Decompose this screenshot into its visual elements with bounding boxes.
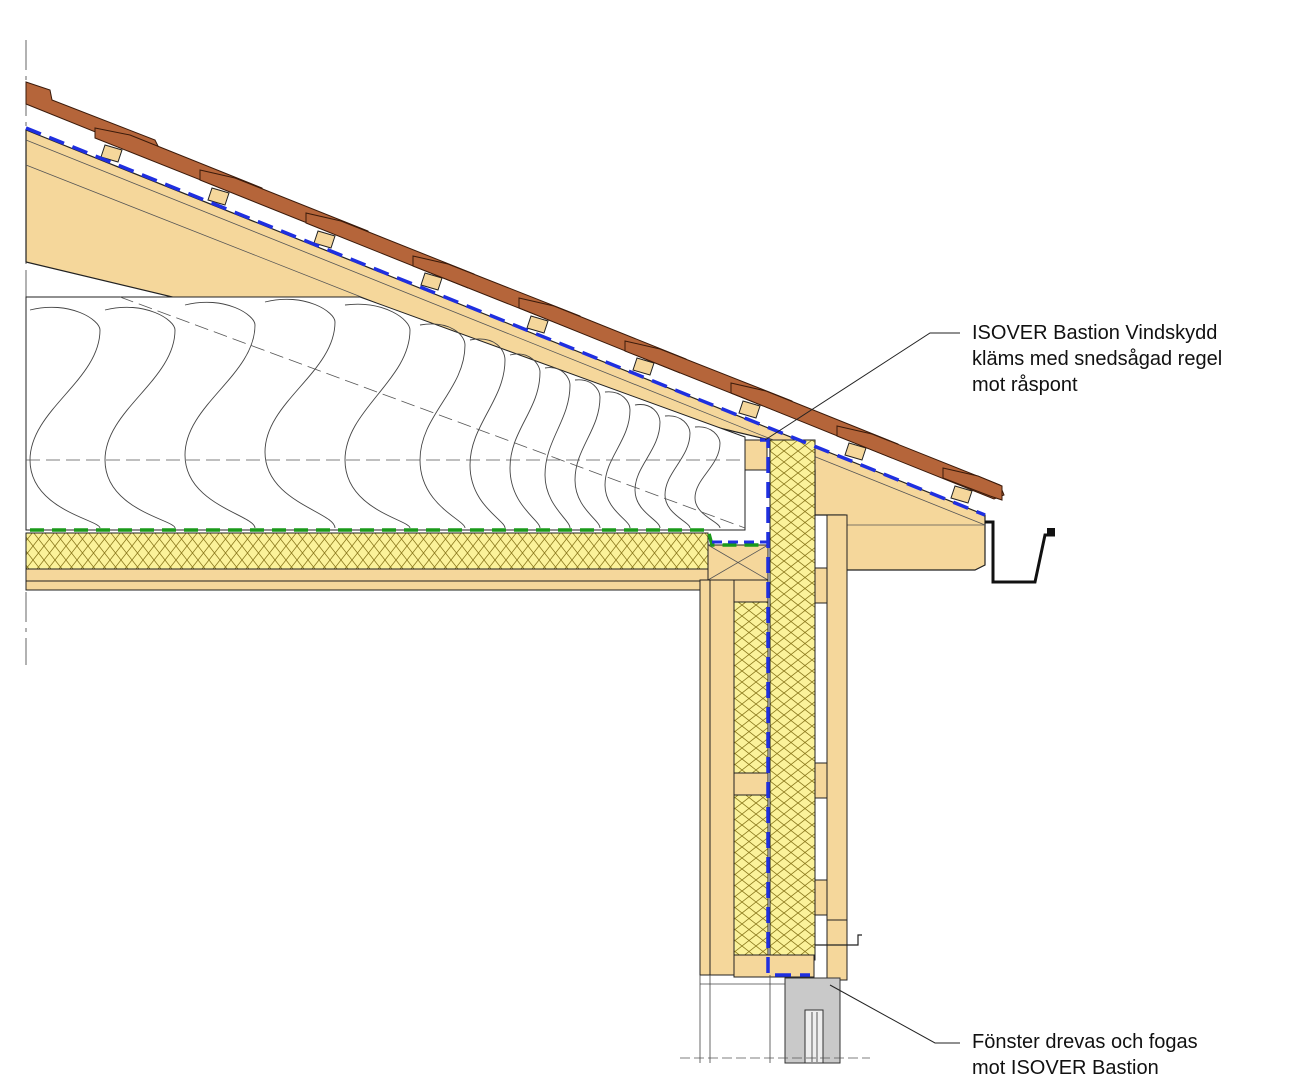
eave-blocking	[744, 439, 768, 471]
tile-battens	[100, 144, 973, 504]
window-note-line-1: Fönster drevas och fogas	[972, 1031, 1198, 1053]
wall-nogging-mid	[733, 772, 769, 796]
interior-wall-board	[699, 579, 711, 976]
roof-tiles	[25, 81, 1005, 501]
window-sealing-note: Fönster drevas och fogas mot ISOVER Bast…	[972, 1029, 1198, 1081]
loose-fill-loops	[29, 298, 721, 529]
window-sash	[804, 1009, 824, 1064]
facade-cladding-board-b	[826, 919, 848, 981]
interior-stud	[709, 579, 735, 976]
facade-batten-2	[814, 762, 828, 799]
attic-loose-insulation	[25, 296, 746, 531]
gutter	[985, 520, 1055, 584]
roof-board-line	[25, 139, 986, 526]
gutter-end-cap	[1047, 528, 1055, 536]
window-head-flashing	[815, 934, 862, 946]
roof-note-line-3: mot råspont	[972, 374, 1078, 396]
wall-top-plate-diagonal-b	[707, 544, 769, 581]
ceiling-board-upper	[25, 568, 709, 582]
wall-nogging-top	[733, 579, 769, 603]
window-note-leader	[829, 984, 960, 1044]
wind-barrier-roof-line	[25, 126, 986, 517]
roof-note-line-1: ISOVER Bastion Vindskydd	[972, 322, 1218, 344]
ceiling-mineral-wool	[25, 532, 709, 570]
roof-note-leader	[764, 332, 960, 441]
wall-mineral-wool-outer	[769, 439, 816, 961]
roof-note-line-2: kläms med snedsågad regel	[972, 348, 1223, 370]
ceiling-board-lower	[25, 580, 709, 591]
facade-batten-1	[814, 567, 828, 604]
attic-dashed-guide-diagonal	[119, 296, 746, 529]
window-note-line-2: mot ISOVER Bastion	[972, 1057, 1159, 1079]
wind-barrier-wall-line	[760, 438, 810, 977]
vapour-barrier-line	[30, 528, 768, 547]
facade-batten-3	[814, 879, 828, 916]
wall-bottom-plate	[733, 954, 815, 978]
roof-wind-barrier-note: ISOVER Bastion Vindskydd kläms med sneds…	[972, 320, 1222, 398]
facade-cladding-board-a	[826, 514, 848, 921]
